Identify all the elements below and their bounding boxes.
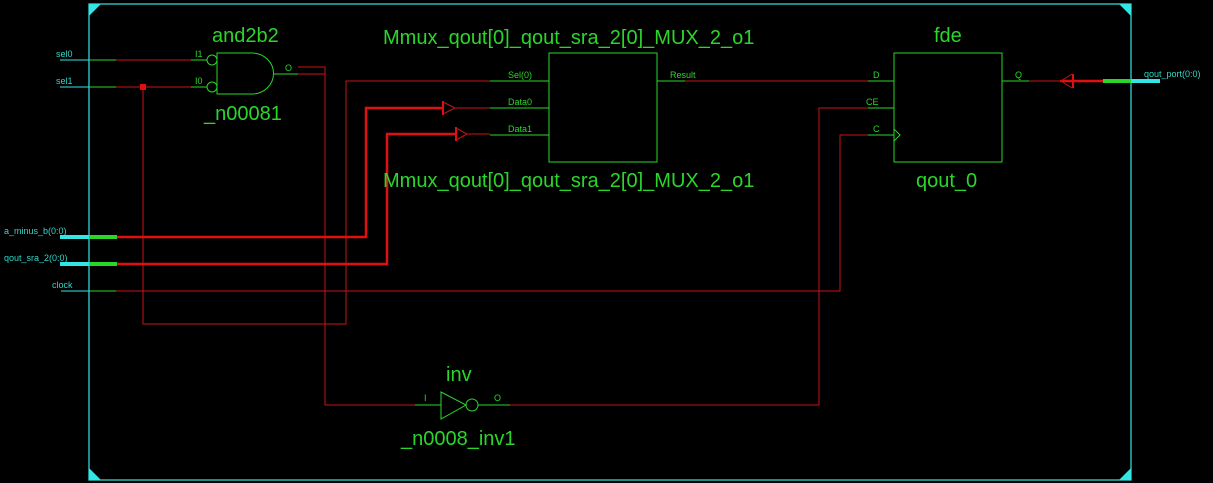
and-gate-instance-label: _n00081 <box>203 103 282 125</box>
frame-border <box>88 3 1132 481</box>
port-sel0[interactable]: sel0 <box>56 49 116 61</box>
port-label-qout-sra-2: qout_sra_2(0:0) <box>4 253 68 263</box>
port-clock[interactable]: clock <box>52 280 116 292</box>
net-qout-sra-2[interactable] <box>117 132 455 266</box>
port-qout-port[interactable]: qout_port(0:0) <box>1060 69 1201 89</box>
and-gate[interactable]: and2b2 _n00081 I1 I0 O <box>191 25 325 125</box>
net-sel1-to-mux-sel[interactable] <box>142 80 490 325</box>
flip-flop-fde[interactable]: fde qout_0 D CE C Q <box>866 25 1029 192</box>
port-qout-sra-2[interactable]: qout_sra_2(0:0) <box>4 253 117 266</box>
pin-label-q: Q <box>1015 70 1022 80</box>
ff-instance-label: qout_0 <box>916 170 977 192</box>
ff-type-label: fde <box>934 25 962 47</box>
port-label-qout-port: qout_port(0:0) <box>1144 69 1201 79</box>
port-label-sel0: sel0 <box>56 49 73 59</box>
inverter[interactable]: inv _n0008_inv1 I O <box>400 364 516 450</box>
port-label-sel1: sel1 <box>56 76 73 86</box>
pin-label-i0: I0 <box>195 76 203 86</box>
and-gate-body-icon <box>216 52 275 95</box>
pin-label-o: O <box>494 393 501 403</box>
pin-label-data1: Data1 <box>508 124 532 134</box>
mux-instance-label: Mmux_qout[0]_qout_sra_2[0]_MUX_2_o1 <box>383 170 754 192</box>
junction-dot <box>140 84 146 90</box>
pin-label-sel: Sel(0) <box>508 70 532 80</box>
net-a-minus-b[interactable] <box>117 106 443 239</box>
inverter-type-label: inv <box>446 364 472 386</box>
port-sel1[interactable]: sel1 <box>56 76 116 88</box>
port-label-clock: clock <box>52 280 73 290</box>
nets <box>116 59 1060 406</box>
mux-type-label: Mmux_qout[0]_qout_sra_2[0]_MUX_2_o1 <box>383 27 754 49</box>
frame-corner-bottom-right <box>1119 468 1131 480</box>
port-label-a-minus-b: a_minus_b(0:0) <box>4 226 67 236</box>
frame-corner-top-left <box>89 4 101 16</box>
and-gate-type-label: and2b2 <box>212 25 279 47</box>
net-clock[interactable] <box>116 134 885 292</box>
net-inv-out-ce[interactable] <box>510 107 885 406</box>
clock-edge-icon <box>893 128 901 142</box>
pin-label-ce: CE <box>866 97 879 107</box>
frame-corner-bottom-left <box>89 468 101 480</box>
pin-label-o: O <box>285 63 292 73</box>
mux-block[interactable]: Mmux_qout[0]_qout_sra_2[0]_MUX_2_o1 Mmux… <box>383 27 754 192</box>
pin-label-i1: I1 <box>195 49 203 59</box>
sheet-frame <box>88 3 1132 481</box>
inverter-instance-label: _n0008_inv1 <box>400 428 516 450</box>
pin-label-data0: Data0 <box>508 97 532 107</box>
pin-label-d: D <box>873 70 880 80</box>
frame-corner-top-right <box>1119 4 1131 16</box>
pin-label-i: I <box>424 393 427 403</box>
port-a-minus-b[interactable]: a_minus_b(0:0) <box>4 226 117 239</box>
pin-label-c: C <box>873 124 880 134</box>
pin-label-result: Result <box>670 70 696 80</box>
buffer-arrow-icon <box>1060 73 1073 89</box>
